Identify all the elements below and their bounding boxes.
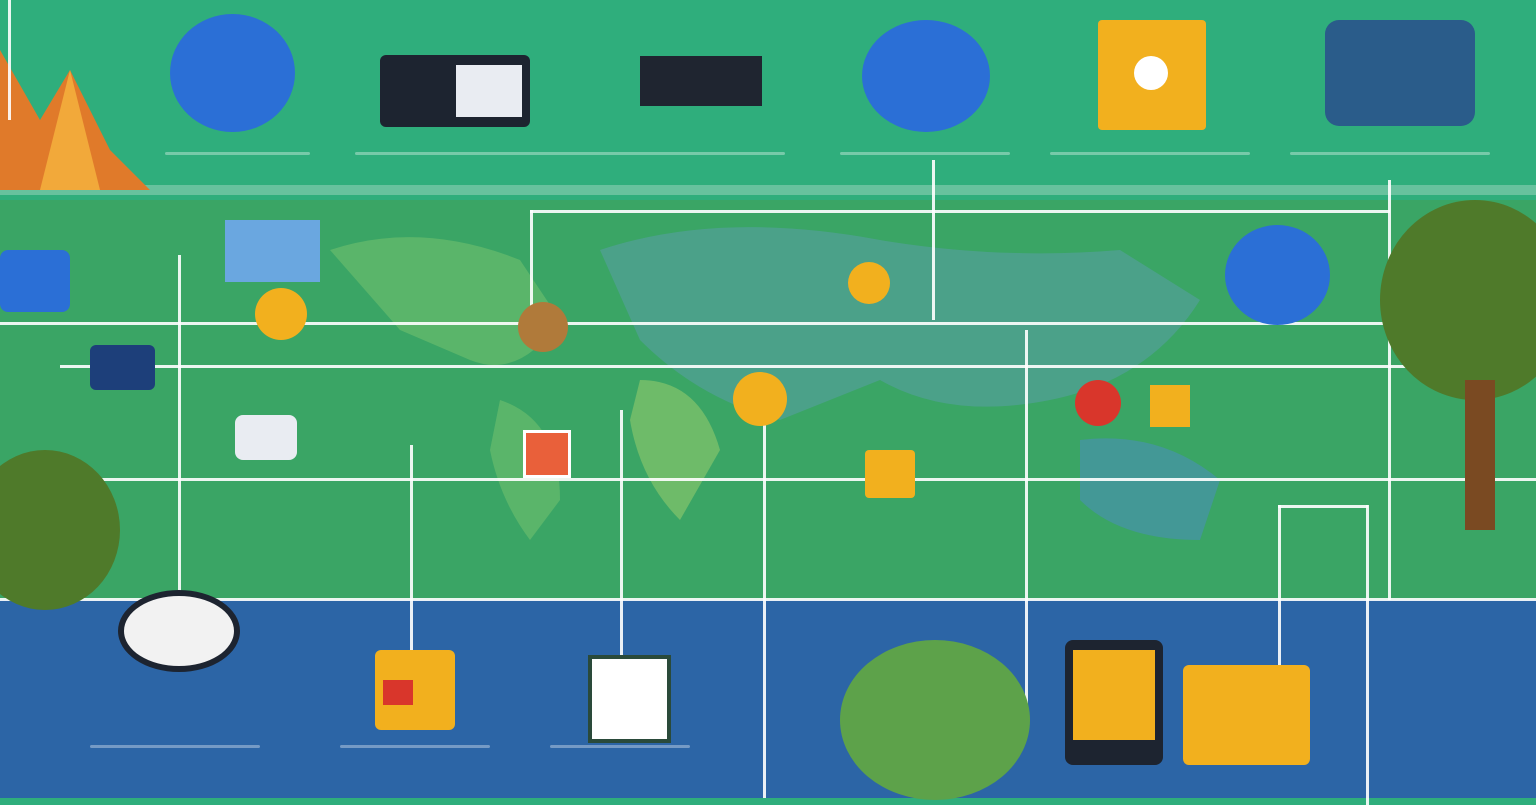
plant-growth-icon [840, 640, 1030, 800]
satellite-dish-icon [118, 590, 240, 672]
location-pin-icon [255, 288, 307, 340]
connector-line [1366, 505, 1369, 805]
connector-line [620, 410, 623, 660]
chat-bubble-icon [170, 14, 295, 132]
red-location-pin-icon [1075, 380, 1121, 426]
connector-line [932, 160, 935, 320]
monitor-icon [90, 345, 155, 390]
connector-line [1388, 180, 1391, 600]
document-folder-icon [1183, 665, 1310, 765]
landscape-photo-icon [588, 655, 671, 743]
tree-trunk [1465, 380, 1495, 530]
yellow-folder-icon [865, 450, 915, 498]
connector-line [763, 400, 766, 798]
connector-line [1278, 505, 1281, 665]
connector-line [1025, 330, 1028, 710]
folder-stack-icon [375, 650, 455, 730]
connector-line [530, 210, 1390, 213]
connector-line [1278, 505, 1368, 508]
map-photo-icon [225, 220, 320, 282]
connector-line [530, 210, 533, 330]
connector-line [0, 478, 1536, 481]
dashboard-screen-icon [1325, 20, 1475, 126]
connector-line [0, 322, 1536, 325]
laptop-window-icon [380, 55, 530, 127]
connector-line [178, 255, 181, 595]
camera-small-icon [0, 250, 70, 312]
connector-line [410, 445, 413, 655]
location-pin-icon [848, 262, 890, 304]
vehicle-icon [235, 415, 297, 460]
tree-icon [1380, 200, 1536, 400]
tablet-icon [1065, 640, 1163, 765]
cookie-pin-icon [518, 302, 568, 352]
tree-icon [0, 450, 120, 610]
location-pin-icon [733, 372, 787, 426]
connector-line [60, 365, 1460, 368]
yellow-app-icon [1098, 20, 1206, 130]
connector-line [0, 598, 1536, 601]
globe-network-icon [862, 20, 990, 132]
connector-line [8, 0, 11, 120]
camera-icon [1225, 225, 1330, 325]
folder-icon [1150, 385, 1190, 427]
photo-pin-icon [523, 430, 571, 478]
video-screen-icon [640, 56, 762, 106]
